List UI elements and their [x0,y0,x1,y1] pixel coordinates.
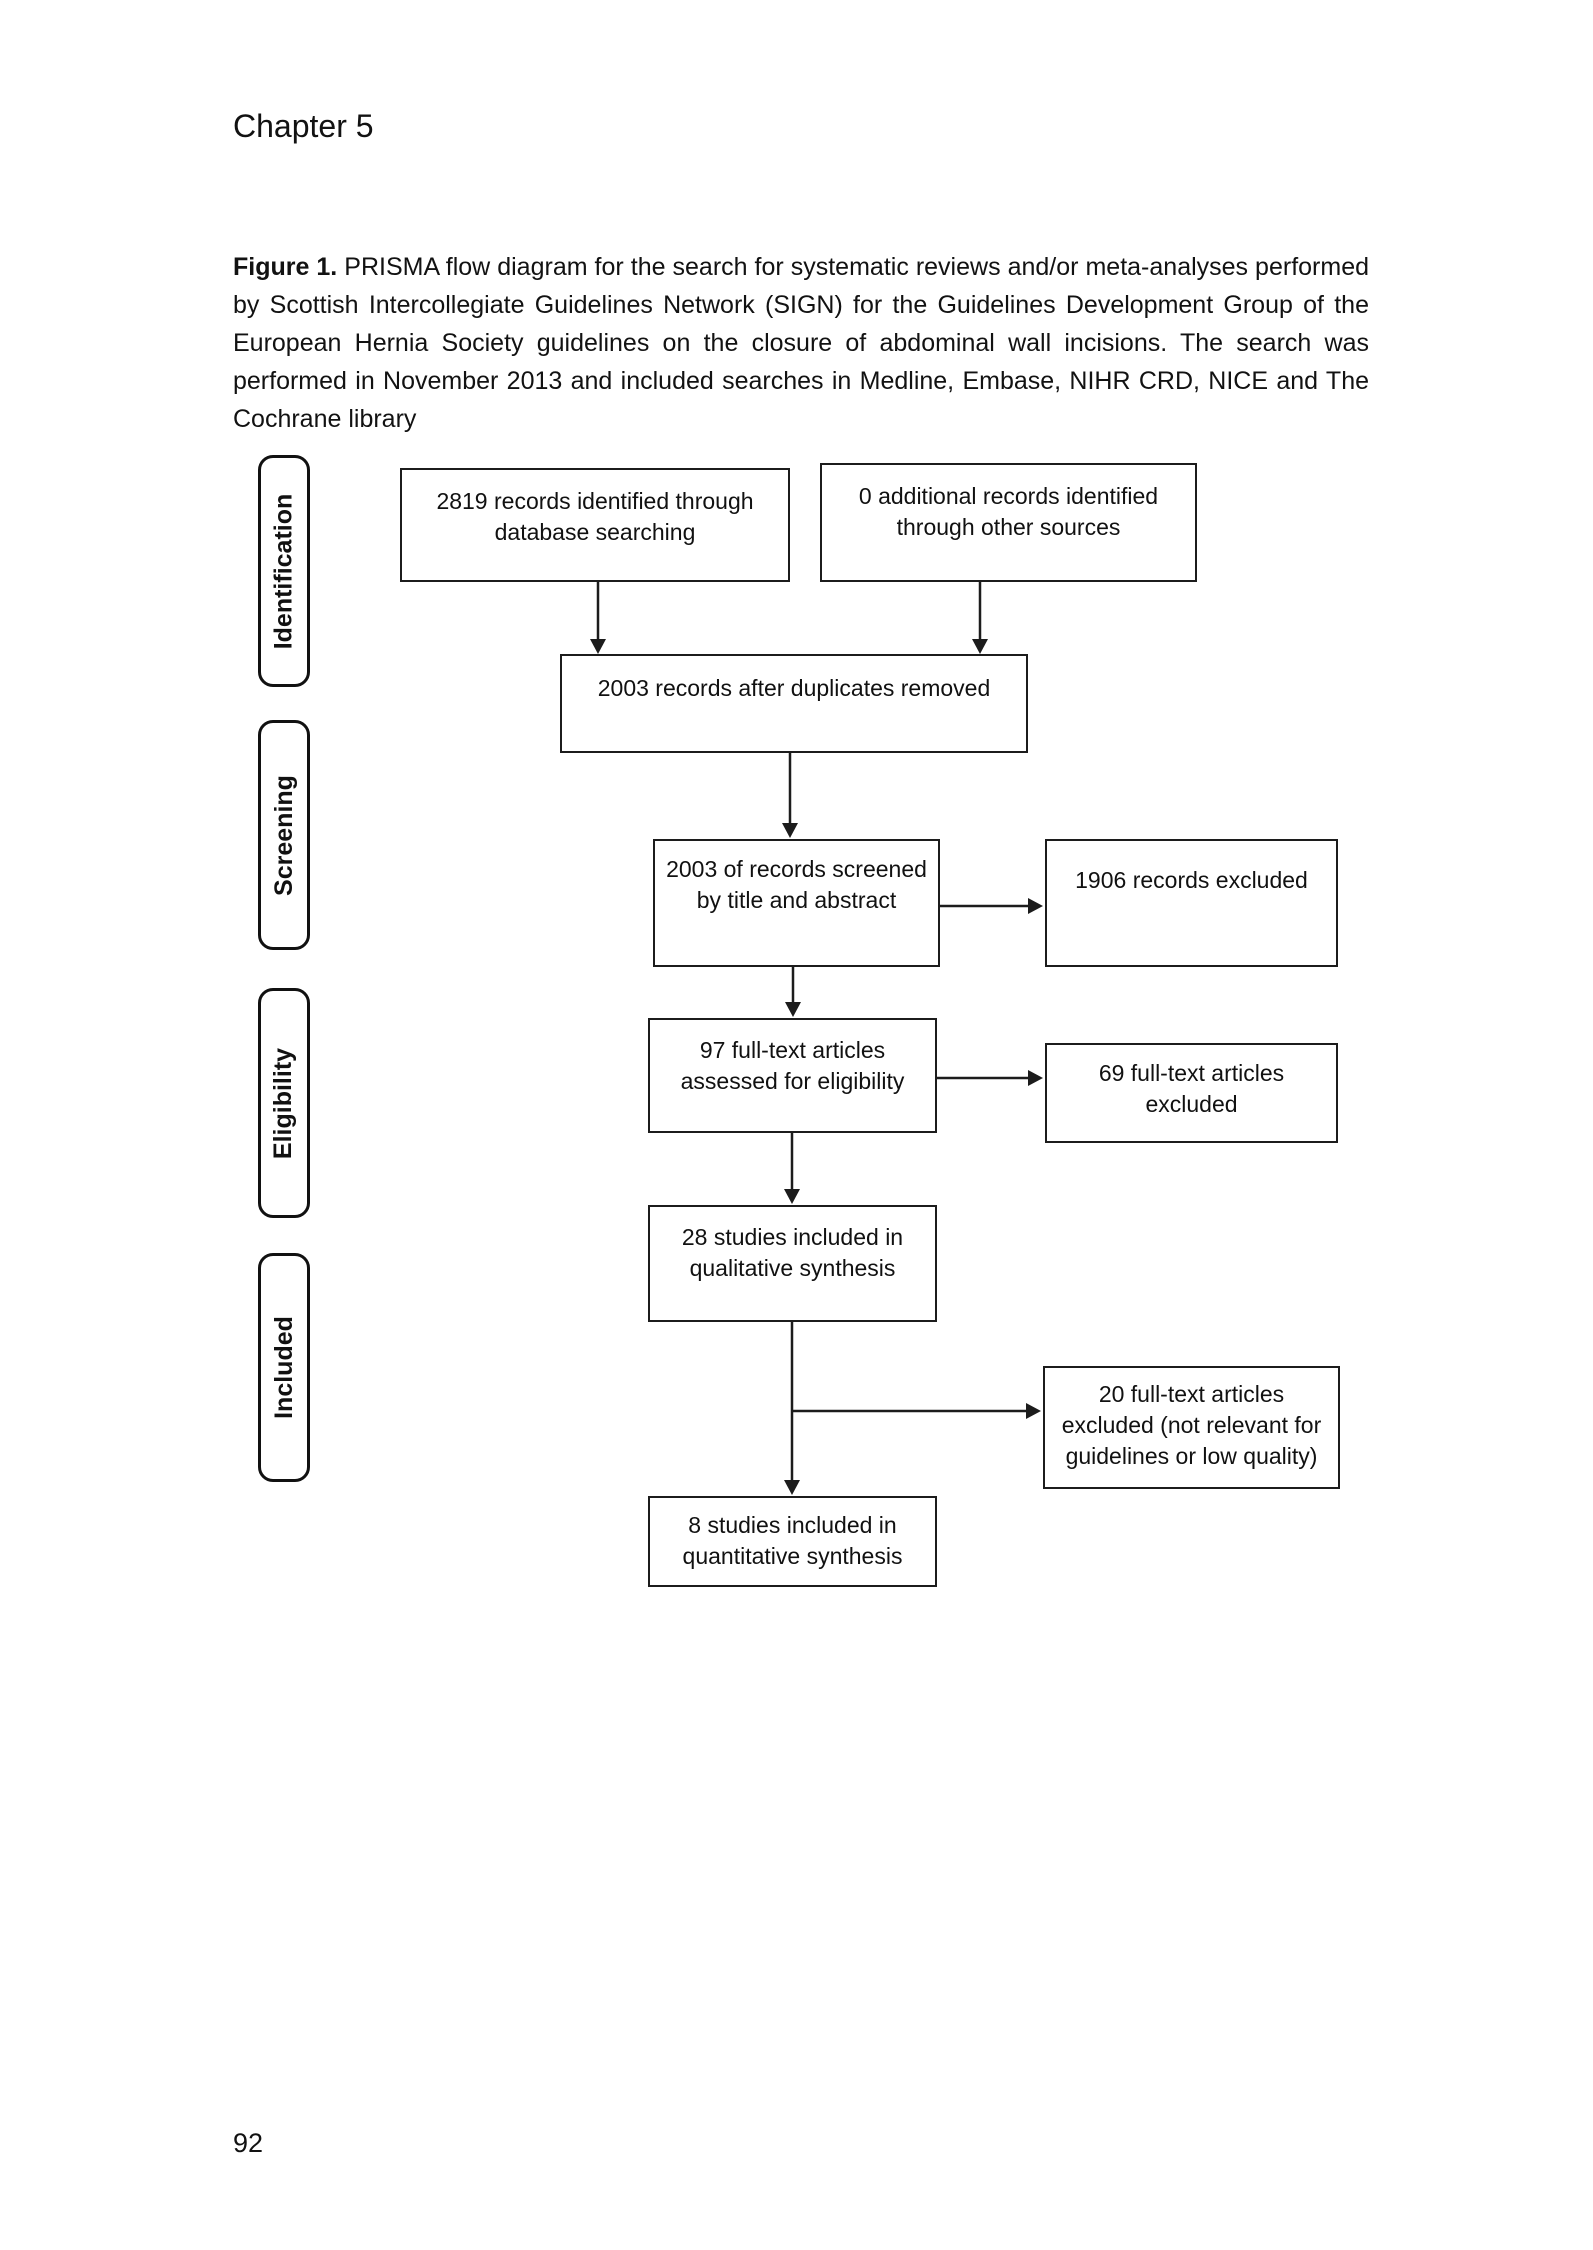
box-fulltext-excluded: 69 full-text articles excluded [1045,1043,1338,1143]
box-records-screened: 2003 of records screened by title and ab… [653,839,940,967]
chapter-heading: Chapter 5 [233,108,374,144]
box-additional-records: 0 additional records identified through … [820,463,1197,582]
page-number: 92 [233,2128,264,2158]
box-excluded-not-relevant: 20 full-text articles excluded (not rele… [1043,1366,1340,1489]
figure-caption-text: PRISMA flow diagram for the search for s… [233,253,1370,433]
arrow-dedup-to-screened-head [782,823,798,838]
arrow-screened-to-fulltext-head [785,1002,801,1017]
box-records-excluded: 1906 records excluded [1045,839,1338,967]
figure-caption: Figure 1. PRISMA flow diagram for the se… [233,248,1369,438]
arrow-qualitative-to-quantitative-head [784,1480,800,1495]
stage-label-eligibility: Eligibility [258,988,310,1218]
stage-label-included: Included [258,1253,310,1482]
arrow-screened-to-excluded-head [1028,898,1043,914]
stage-label-screening: Screening [258,720,310,950]
arrow-additional-to-dedup-head [972,639,988,654]
box-qualitative-synthesis: 28 studies included in qualitative synth… [648,1205,937,1322]
box-after-duplicates: 2003 records after duplicates removed [560,654,1028,753]
arrow-fulltext-to-excluded-head [1028,1070,1043,1086]
arrow-branch-to-excluded-quality-head [1026,1403,1041,1419]
arrow-fulltext-to-qualitative-head [784,1189,800,1204]
box-quantitative-synthesis: 8 studies included in quantitative synth… [648,1496,937,1587]
figure-caption-label: Figure 1. [233,253,338,281]
stage-label-identification: Identification [258,455,310,687]
arrow-identified-to-dedup-head [590,639,606,654]
box-records-identified: 2819 records identified through database… [400,468,790,582]
box-fulltext-assessed: 97 full-text articles assessed for eligi… [648,1018,937,1133]
